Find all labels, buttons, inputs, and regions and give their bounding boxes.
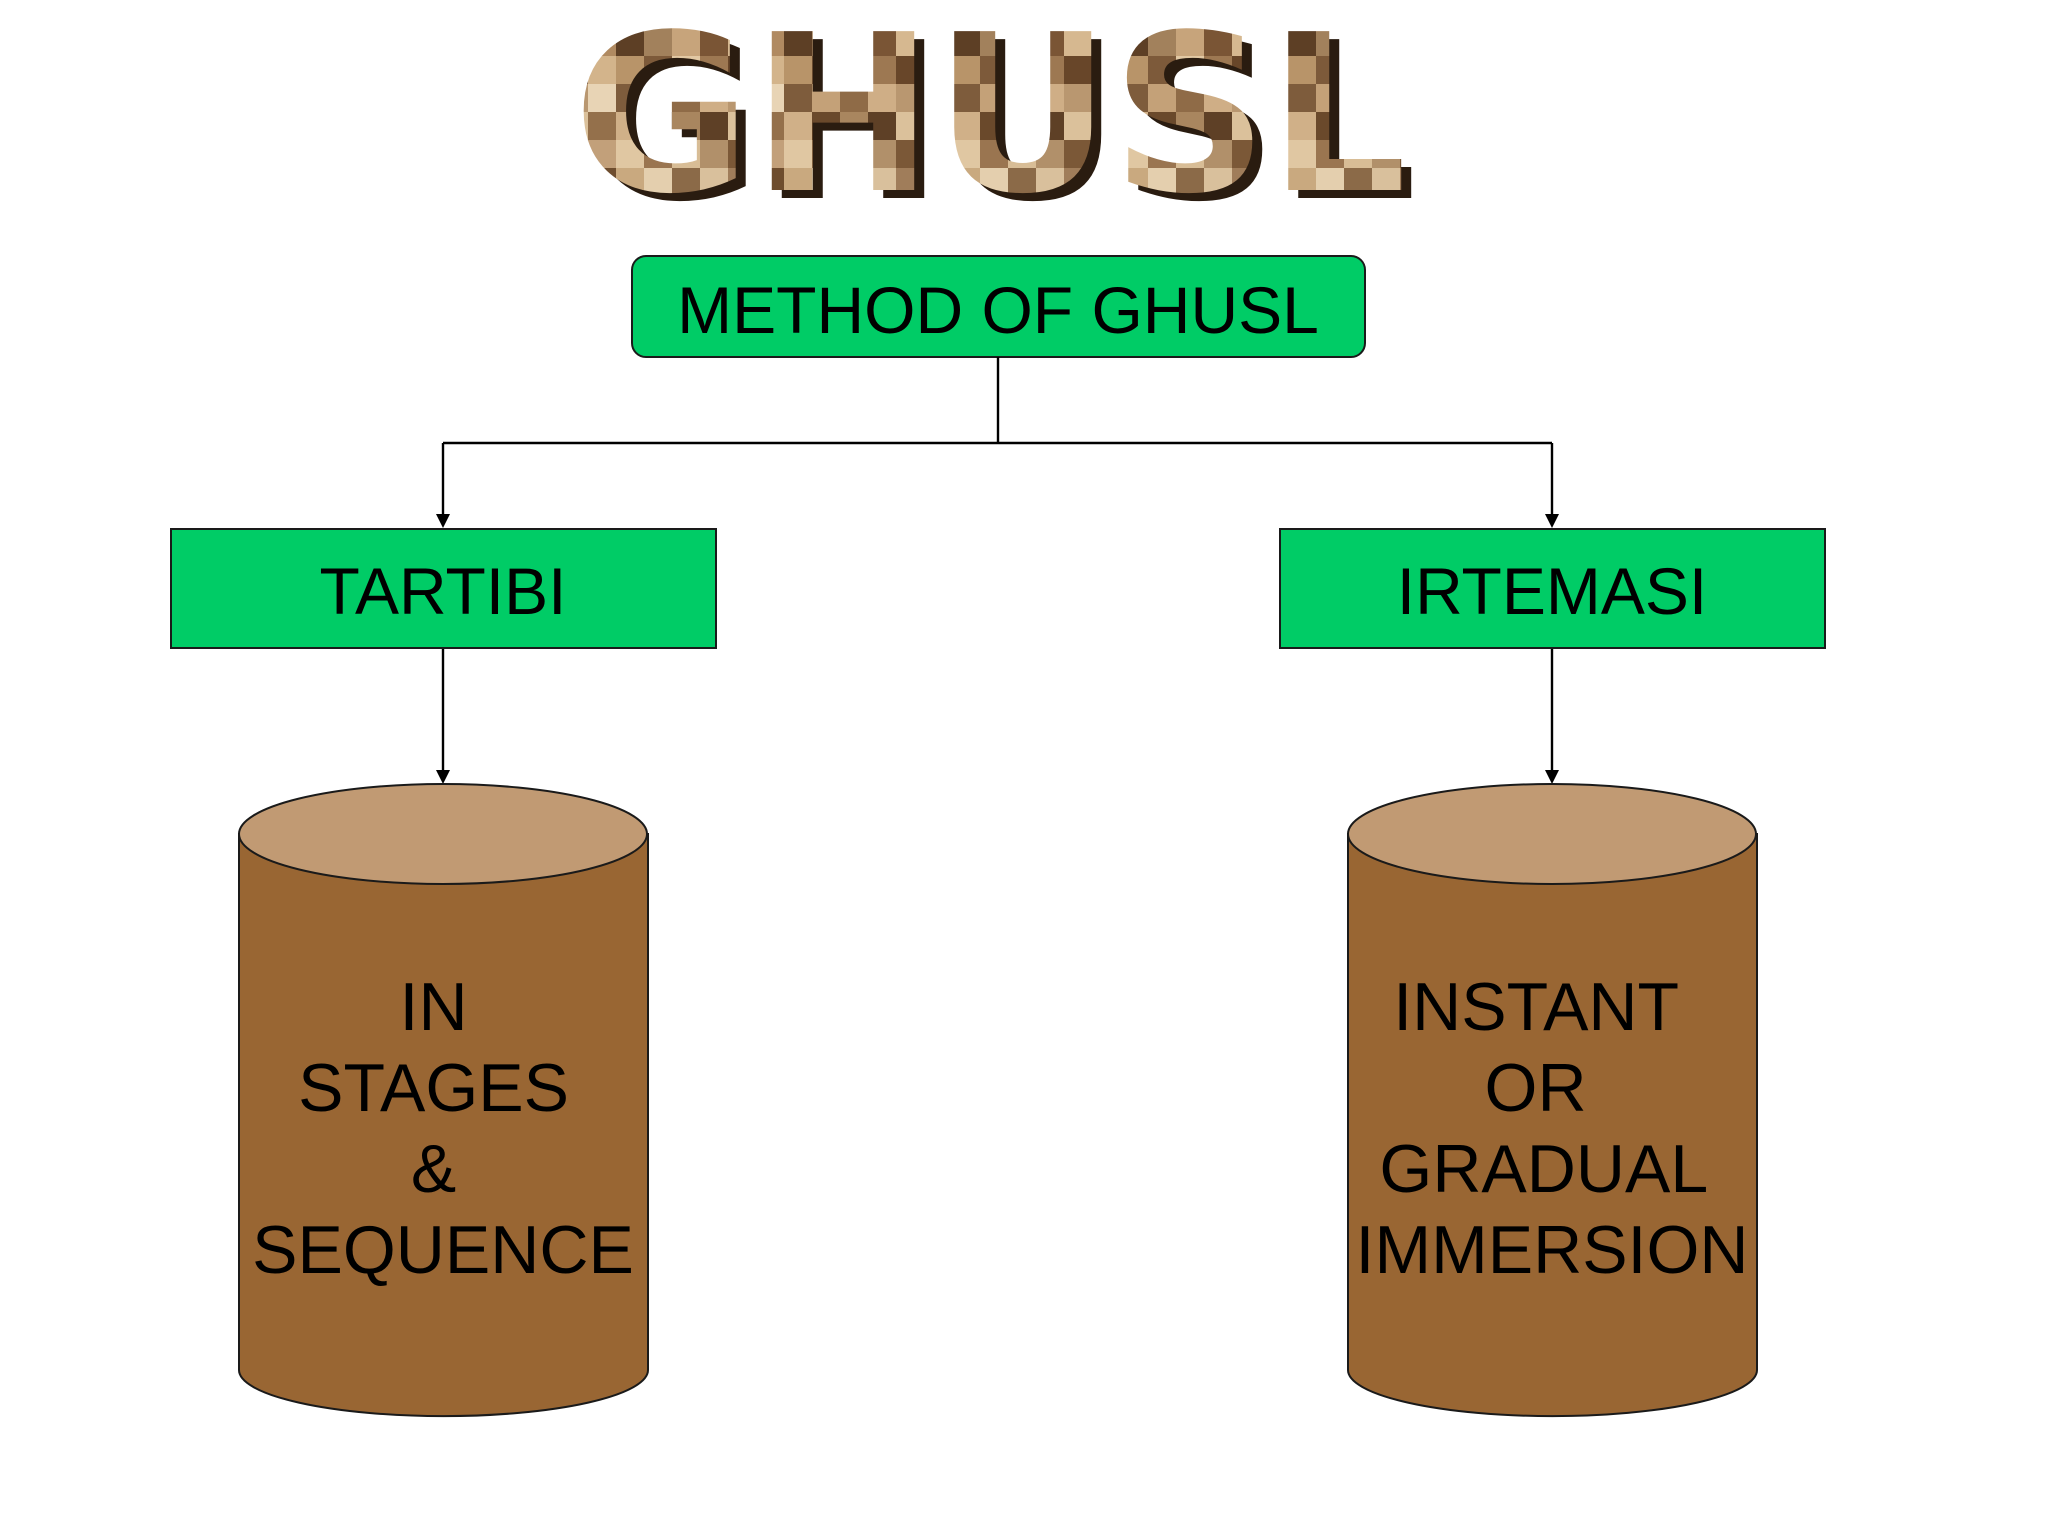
cylinder-line: SEQUENCE (252, 1212, 634, 1288)
cylinder-body (1347, 833, 1758, 1418)
cylinder-body (238, 833, 649, 1418)
irtemasi-box (1279, 528, 1826, 649)
cylinder-text: IN STAGES & SEQUENCE (252, 969, 634, 1288)
cylinder-line: OR (1485, 1050, 1587, 1126)
cylinder-top (1347, 783, 1757, 885)
arrowhead-to-left-cylinder (436, 770, 450, 784)
branch-tartibi: TARTIBI (170, 528, 717, 649)
title-text: GHUSL (573, 0, 1407, 242)
arrowhead-to-irtemasi (1545, 514, 1559, 528)
irtemasi-label: IRTEMASI (1397, 554, 1708, 628)
cylinder-line: IN (400, 969, 468, 1045)
branch-irtemasi: IRTEMASI (1279, 528, 1826, 649)
cylinder-top (238, 783, 648, 885)
cylinder-line: INSTANT (1393, 969, 1678, 1045)
tartibi-box (170, 528, 717, 649)
cylinder-line: GRADUAL (1379, 1131, 1706, 1207)
page-title: GHUSL GHUSL (573, 0, 1417, 250)
tartibi-label: TARTIBI (320, 554, 567, 628)
arrowhead-to-tartibi (436, 514, 450, 528)
cylinder-line: & (411, 1131, 456, 1207)
cylinder-line: STAGES (298, 1050, 569, 1126)
root-node: METHOD OF GHUSL (631, 255, 1366, 358)
cylinder-tartibi: IN STAGES & SEQUENCE (238, 783, 649, 1418)
cylinder-line: IMMERSION (1356, 1212, 1749, 1288)
root-label: METHOD OF GHUSL (677, 273, 1319, 347)
connectors (436, 357, 1559, 784)
title-shadow: GHUSL (583, 0, 1417, 250)
cylinder-text: INSTANT OR GRADUAL IMMERSION (1356, 969, 1749, 1288)
cylinder-irtemasi: INSTANT OR GRADUAL IMMERSION (1347, 783, 1758, 1418)
arrowhead-to-right-cylinder (1545, 770, 1559, 784)
